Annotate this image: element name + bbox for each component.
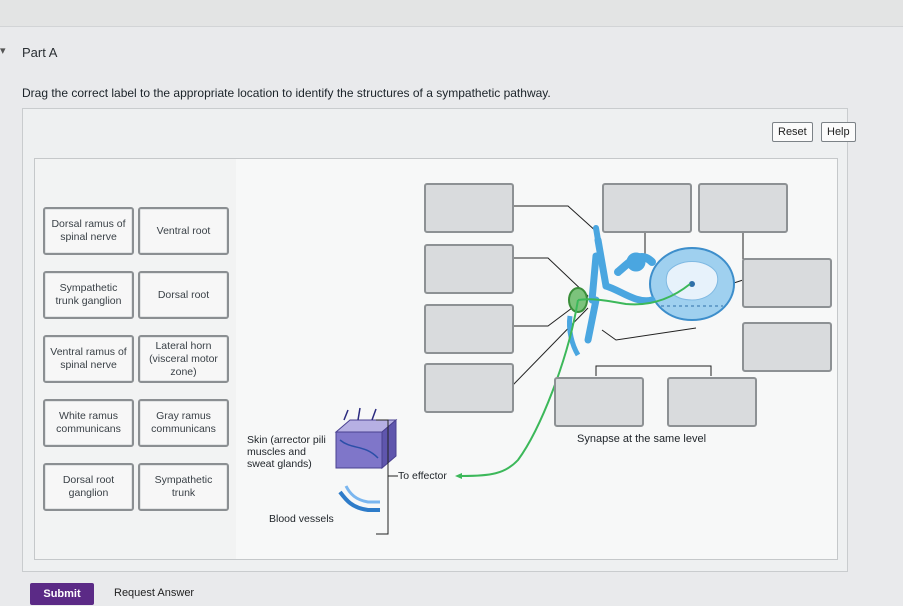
drop-target-5[interactable] [602, 183, 692, 233]
label-dorsal-root[interactable]: Dorsal root [138, 271, 229, 319]
drop-target-7[interactable] [742, 258, 832, 308]
drop-target-1[interactable] [424, 183, 514, 233]
label-dorsal-root-ganglion[interactable]: Dorsal root ganglion [43, 463, 134, 511]
label-ventral-ramus[interactable]: Ventral ramus of spinal nerve [43, 335, 134, 383]
top-band [0, 0, 903, 27]
label-text: Sympathetic trunk [154, 474, 213, 499]
label-text: Ventral ramus of spinal nerve [50, 346, 127, 371]
submit-button[interactable]: Submit [30, 583, 94, 605]
part-label: Part A [22, 45, 58, 60]
help-button[interactable]: Help [821, 122, 856, 142]
label-text: Dorsal root [157, 288, 210, 301]
spinal-nerves [584, 225, 656, 344]
label-text: White ramus communicans [56, 410, 121, 435]
brackets [376, 419, 398, 535]
drop-target-8[interactable] [742, 322, 832, 372]
drop-target-10[interactable] [667, 377, 757, 427]
label-text: Gray ramus communicans [151, 410, 216, 435]
label-text: Sympathetic trunk ganglion [55, 282, 122, 307]
label-sympathetic-trunk-ganglion[interactable]: Sympathetic trunk ganglion [43, 271, 134, 319]
label-gray-ramus[interactable]: Gray ramus communicans [138, 399, 229, 447]
drop-target-9[interactable] [554, 377, 644, 427]
label-ventral-root[interactable]: Ventral root [138, 207, 229, 255]
drop-target-3[interactable] [424, 304, 514, 354]
label-lateral-horn[interactable]: Lateral horn (visceral motor zone) [138, 335, 229, 383]
reset-button[interactable]: Reset [772, 122, 813, 142]
blood-vessel-illustration [338, 485, 380, 512]
label-white-ramus[interactable]: White ramus communicans [43, 399, 134, 447]
label-sympathetic-trunk[interactable]: Sympathetic trunk [138, 463, 229, 511]
drop-target-4[interactable] [424, 363, 514, 413]
skin-label: Skin (arrector pili muscles and sweat gl… [247, 434, 326, 470]
ganglion-chain [567, 287, 588, 357]
drop-target-2[interactable] [424, 244, 514, 294]
blood-vessels-label: Blood vessels [269, 513, 334, 525]
drop-target-6[interactable] [698, 183, 788, 233]
label-dorsal-ramus[interactable]: Dorsal ramus of spinal nerve [43, 207, 134, 255]
request-answer-link[interactable]: Request Answer [114, 587, 195, 599]
label-text: Dorsal ramus of spinal nerve [51, 218, 126, 243]
instructions: Drag the correct label to the appropriat… [22, 86, 551, 100]
synapse-label: Synapse at the same level [577, 433, 707, 445]
green-axon [461, 283, 691, 477]
label-text: Lateral horn (visceral motor zone) [149, 339, 218, 378]
spinal-cord [649, 247, 735, 321]
skin-illustration [334, 407, 398, 470]
label-text: Dorsal root ganglion [62, 474, 115, 499]
label-text: Ventral root [156, 224, 211, 237]
effector-label: To effector [398, 470, 447, 482]
collapse-caret-icon[interactable]: ▾ [0, 45, 6, 57]
